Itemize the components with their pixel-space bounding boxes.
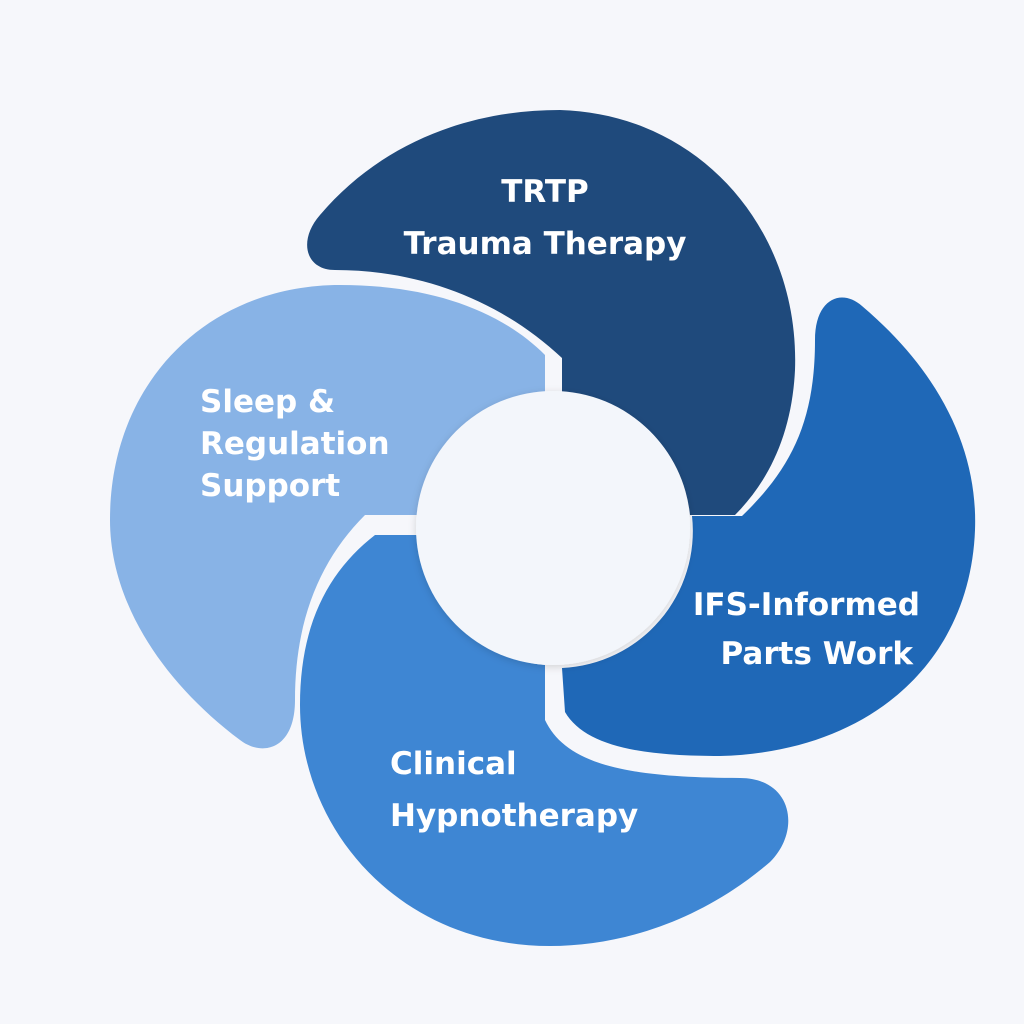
center-circle <box>416 391 690 665</box>
trtp-label-line2: Trauma Therapy <box>404 226 687 262</box>
segment-sleep <box>110 285 545 749</box>
segment-trtp <box>307 110 796 515</box>
segment-hypnotherapy <box>300 535 789 946</box>
sleep-label-line1: Sleep & <box>200 384 335 420</box>
ifs-label-line1: IFS-Informed <box>693 587 920 623</box>
sleep-label-line2: Regulation <box>200 426 390 462</box>
sleep-label-line3: Support <box>200 468 340 504</box>
hypno-label-line2: Hypnotherapy <box>390 798 638 834</box>
hypno-label-line1: Clinical <box>390 746 517 782</box>
trtp-label-line1: TRTP <box>501 174 589 210</box>
segment-ifs <box>562 297 976 756</box>
ifs-label-line2: Parts Work <box>721 636 915 672</box>
